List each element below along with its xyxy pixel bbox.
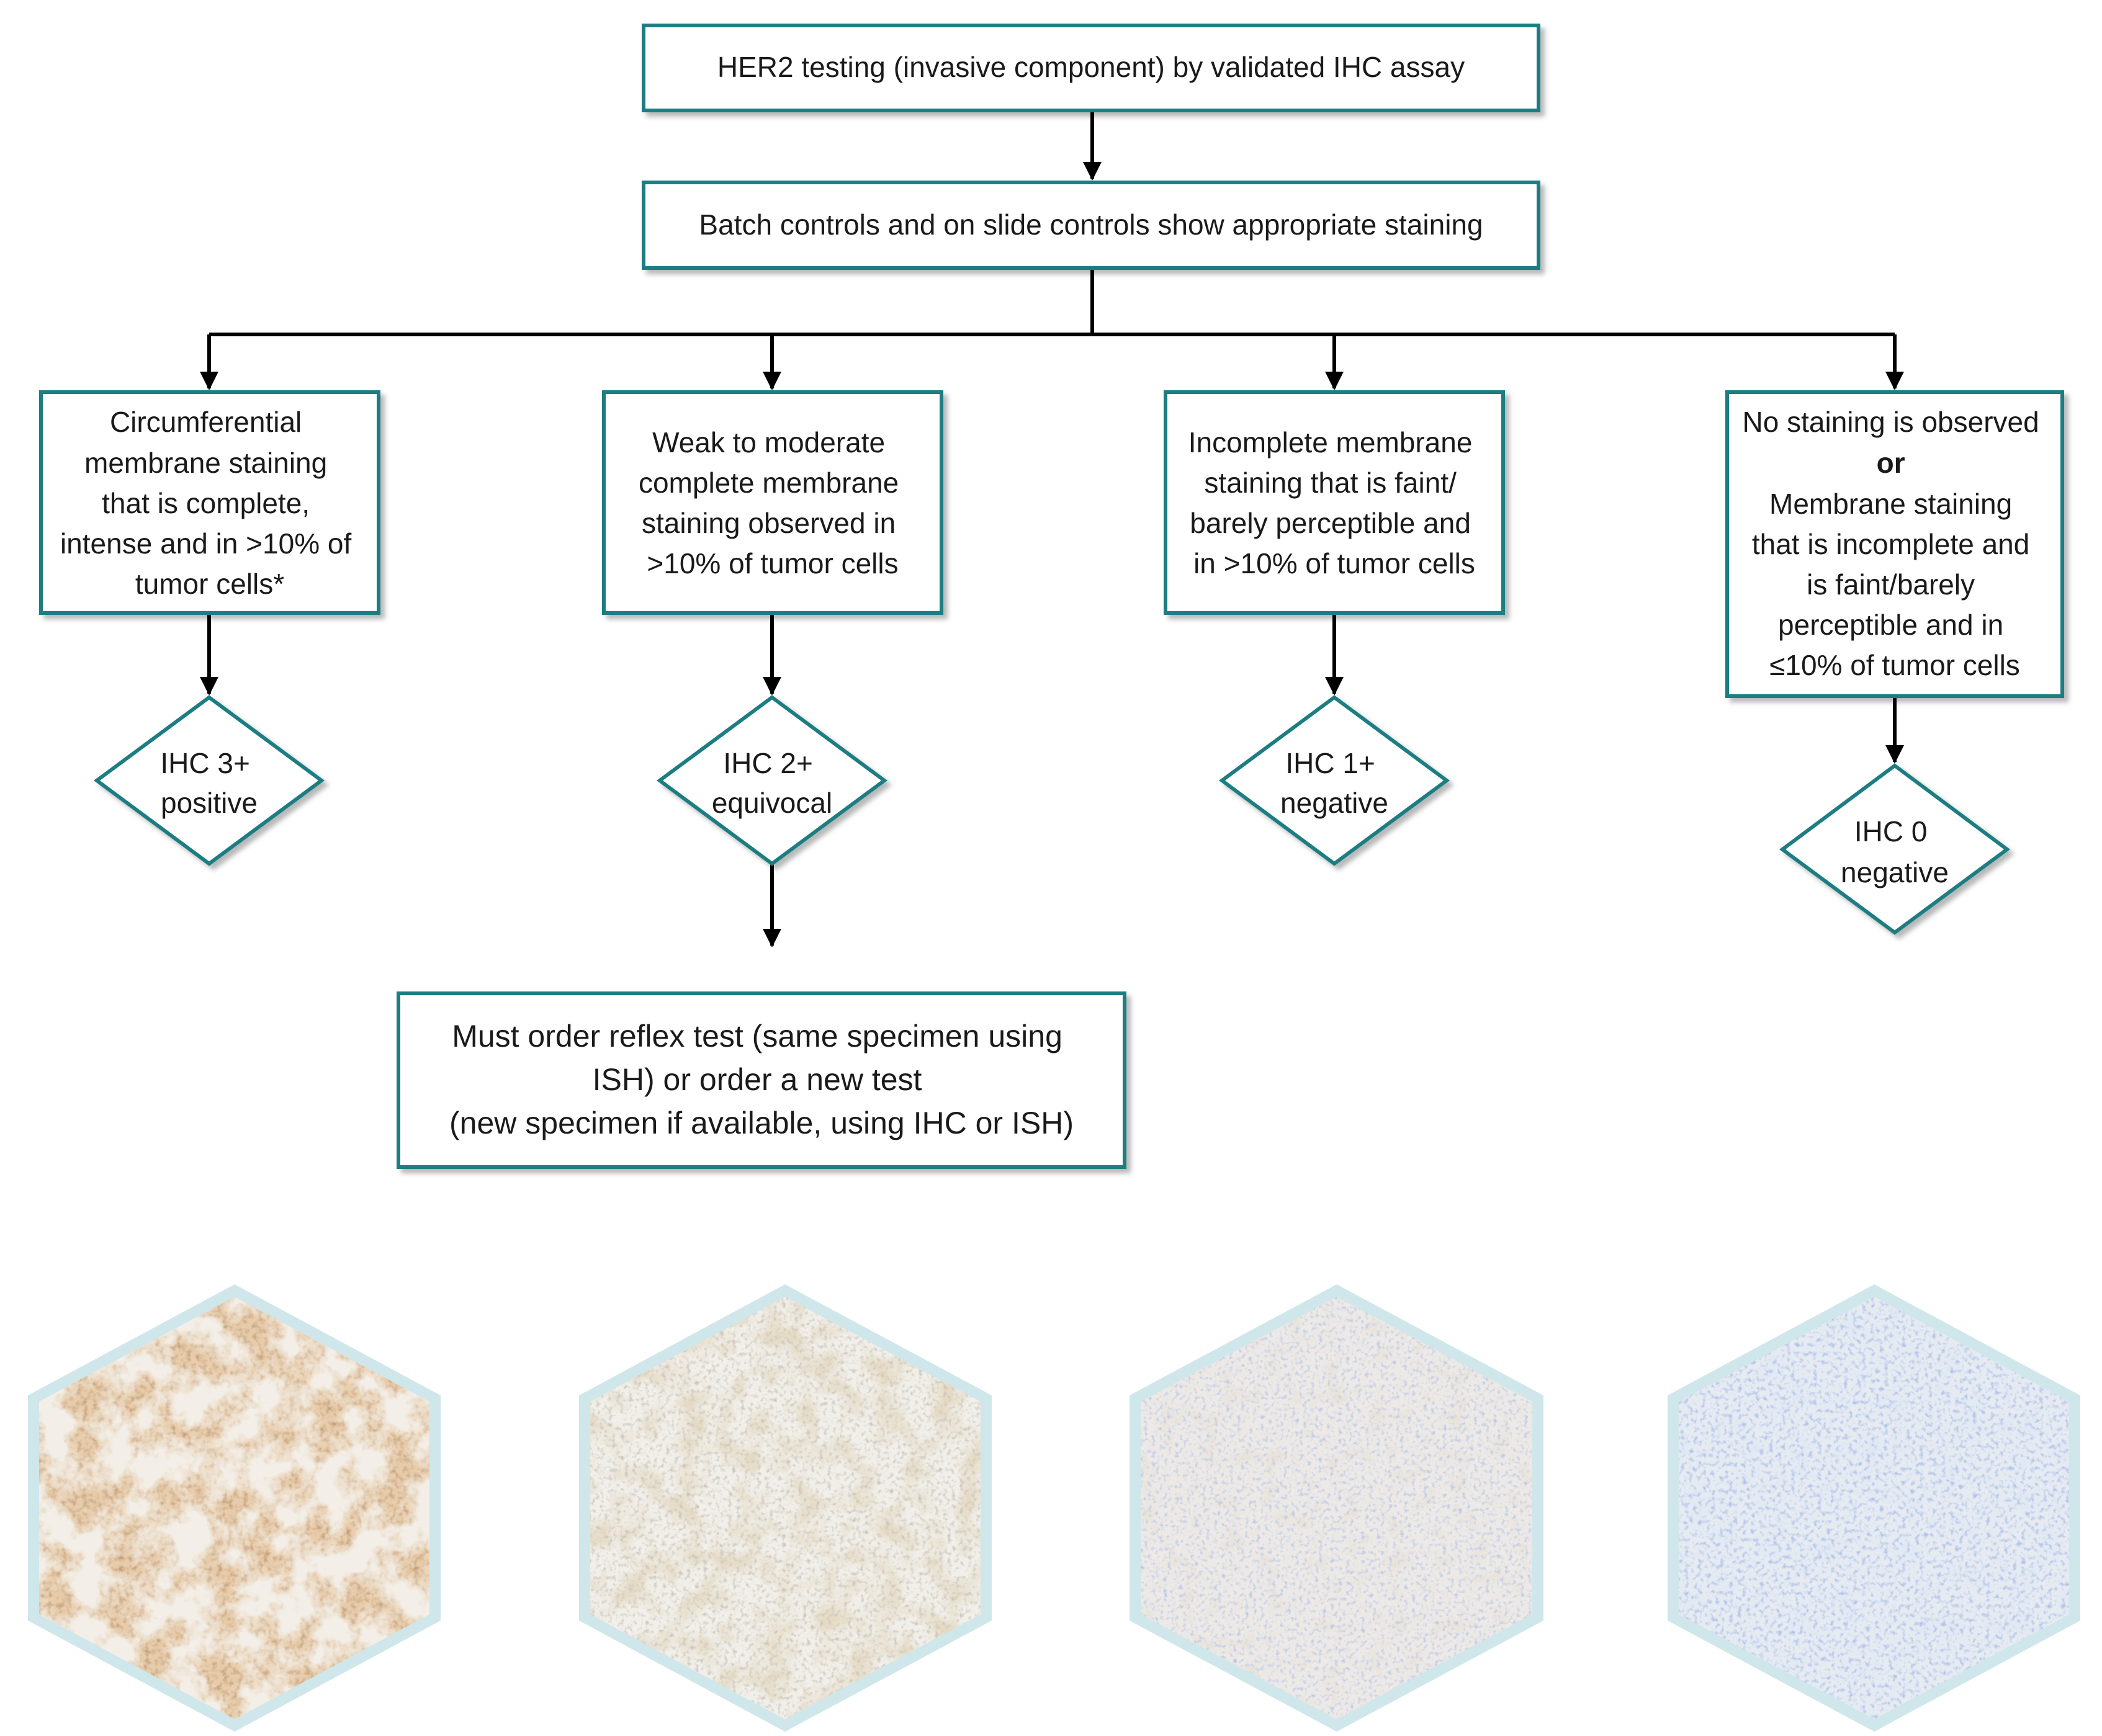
res0-diamond	[1779, 763, 2011, 935]
svg-text:IHC 2+ equivocal: IHC 2+ equivocal	[712, 747, 832, 819]
res1-line-0: IHC 1+	[1285, 747, 1375, 779]
crit3-line-1: membrane staining	[84, 447, 327, 479]
node-crit2: Weak to moderate complete membrane stain…	[602, 390, 943, 615]
crit2-line-2: staining observed in	[642, 507, 896, 539]
crit0-line-1: or	[1877, 447, 1905, 479]
crit3-box	[39, 390, 380, 615]
ihc-1plus-micrograph	[1130, 1284, 1543, 1732]
node-crit1: Incomplete membrane staining that is fai…	[1164, 390, 1505, 615]
crit3-line-4: tumor cells*	[135, 568, 284, 600]
crit0-line-6: ≤10% of tumor cells	[1769, 649, 2020, 681]
svg-text:IHC 3+ positive: IHC 3+ positive	[160, 747, 258, 819]
crit0-box	[1725, 390, 2064, 698]
svg-text:No staining is observed: No staining is observed or Membrane stai…	[1743, 406, 2047, 681]
node-res0: IHC 0 negative	[1779, 763, 2011, 935]
node-crit0: No staining is observed or Membrane stai…	[1725, 390, 2064, 698]
svg-text:Incomplete membrane stai: Incomplete membrane staining that is fai…	[1188, 426, 1480, 579]
reflex-box	[397, 991, 1126, 1169]
node-res1: IHC 1+ negative	[1218, 695, 1450, 866]
ihc-0-micrograph	[1668, 1284, 2080, 1732]
res1-diamond	[1218, 695, 1450, 866]
crit1-line-3: in >10% of tumor cells	[1193, 547, 1475, 579]
reflex-line-1: ISH) or order a new test	[593, 1062, 922, 1097]
res3-line-1: positive	[161, 787, 258, 819]
crit1-line-0: Incomplete membrane	[1188, 426, 1473, 459]
start-box	[642, 24, 1540, 112]
start-line-0: HER2 testing (invasive component) by val…	[717, 51, 1465, 83]
crit1-line-2: barely perceptible and	[1190, 507, 1471, 539]
connectors	[200, 110, 1904, 947]
crit0-line-4: is faint/barely	[1807, 568, 1975, 601]
controls-line-0: Batch controls and on slide controls sho…	[699, 208, 1483, 241]
crit0-line-5: perceptible and in	[1778, 609, 2003, 641]
svg-text:IHC 1+ negative: IHC 1+ negative	[1280, 747, 1388, 819]
node-res2: IHC 2+ equivocal	[656, 695, 888, 866]
res3-diamond	[93, 695, 325, 866]
node-controls: Batch controls and on slide controls sho…	[642, 181, 1540, 270]
crit0-line-2: Membrane staining	[1769, 488, 2012, 520]
crit0-line-3: that is incomplete and	[1752, 528, 2030, 560]
reflex-line-0: Must order reflex test (same specimen us…	[452, 1019, 1062, 1054]
svg-text:HER2 testing (invasive compone: HER2 testing (invasive component) by val…	[717, 51, 1465, 83]
svg-text:Batch controls and on slide co: Batch controls and on slide controls sho…	[699, 208, 1483, 241]
svg-text:Circumferential membrane: Circumferential membrane staining that i…	[60, 406, 359, 600]
ihc-2plus-micrograph	[579, 1284, 992, 1732]
crit0-line-0: No staining is observed	[1743, 406, 2039, 438]
res2-line-1: equivocal	[712, 787, 832, 819]
node-start: HER2 testing (invasive component) by val…	[642, 24, 1540, 112]
svg-text:Weak to moderate complet: Weak to moderate complete membrane stain…	[639, 426, 907, 579]
svg-text:Must order reflex test (same s: Must order reflex test (same specimen us…	[449, 1019, 1074, 1140]
crit2-box	[602, 390, 943, 615]
crit1-line-1: staining that is faint/	[1204, 467, 1457, 499]
ihc-3plus-micrograph	[28, 1284, 441, 1732]
res0-line-0: IHC 0	[1854, 815, 1928, 848]
crit2-line-3: >10% of tumor cells	[647, 547, 898, 579]
controls-box	[642, 181, 1540, 270]
res2-diamond	[656, 695, 888, 866]
res3-line-0: IHC 3+	[160, 747, 249, 779]
svg-text:IHC 0 negative: IHC 0 negative	[1841, 815, 1949, 888]
crit2-line-0: Weak to moderate	[652, 426, 885, 459]
res0-line-1: negative	[1841, 856, 1949, 888]
node-reflex: Must order reflex test (same specimen us…	[397, 991, 1126, 1169]
node-crit3: Circumferential membrane staining that i…	[39, 390, 380, 615]
res2-line-0: IHC 2+	[723, 747, 812, 779]
crit3-line-2: that is complete,	[102, 487, 310, 519]
crit3-line-3: intense and in >10% of	[60, 527, 352, 560]
crit1-box	[1164, 390, 1505, 615]
crit2-line-1: complete membrane	[639, 467, 899, 499]
res1-line-1: negative	[1280, 787, 1388, 819]
crit3-line-0: Circumferential	[110, 406, 302, 438]
node-res3: IHC 3+ positive	[93, 695, 325, 866]
reflex-line-2: (new specimen if available, using IHC or…	[449, 1106, 1074, 1140]
